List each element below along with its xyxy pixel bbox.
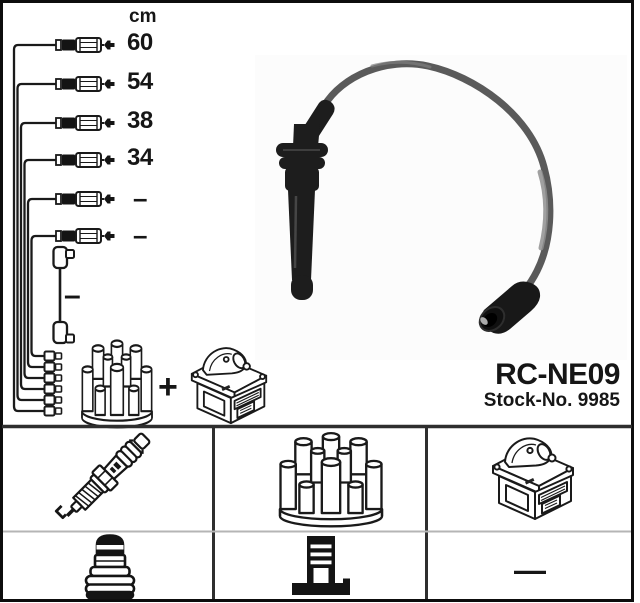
wire-length-5: – xyxy=(133,183,148,213)
wire-length-6: – xyxy=(133,220,148,250)
elbow-boot xyxy=(478,281,541,334)
coil-wire-drawing xyxy=(52,245,75,345)
parts-table-grid xyxy=(2,424,632,599)
distributor-cap-icon xyxy=(80,339,154,429)
plus-sign: + xyxy=(158,368,178,406)
wire-length-3: 38 xyxy=(127,107,153,134)
cable xyxy=(321,60,554,294)
wire-length-1: 60 xyxy=(127,29,153,56)
wire-length-4: 34 xyxy=(127,144,153,171)
wire-set-diagram xyxy=(12,37,116,417)
distributor-terminal-icon xyxy=(292,536,350,595)
straight-boot xyxy=(276,99,335,300)
distributor-cap-icon-large xyxy=(278,431,384,528)
coil-wire-length: – xyxy=(64,279,81,312)
wire-length-2: 54 xyxy=(127,68,153,95)
stock-number: Stock-No. 9985 xyxy=(483,390,620,411)
plug-wire-photo xyxy=(255,55,627,360)
table-none-marker: — xyxy=(514,552,546,588)
ignition-coil-icon-large xyxy=(492,437,574,520)
product-model: RC-NE09 xyxy=(495,358,620,391)
spark-plug-boot-icon xyxy=(84,534,136,600)
spark-plug-icon xyxy=(54,432,151,520)
length-unit-header: cm xyxy=(129,6,157,27)
